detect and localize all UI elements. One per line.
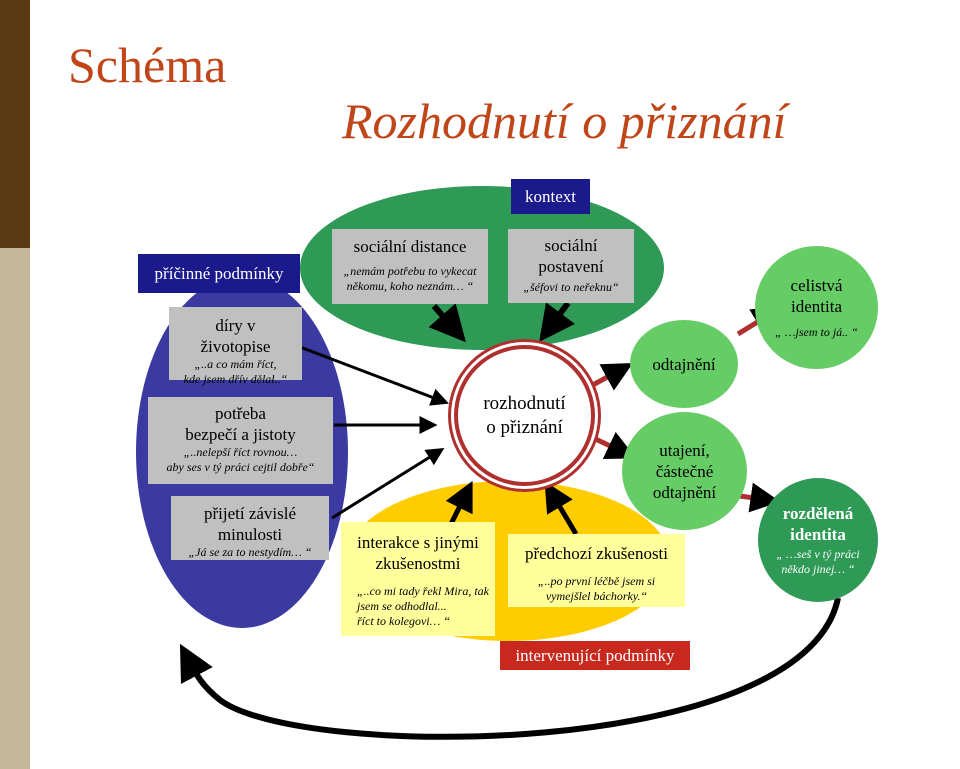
cause-title-2b: bezpečí a jistoty <box>185 425 296 444</box>
context-quote-1b: někomu, koho neznám… “ <box>346 279 474 293</box>
cause-resume-gaps: díry v životopise „..a co mám říct, kde … <box>169 307 302 386</box>
identity-whole-title: celistvá <box>790 276 843 295</box>
identity-split: rozdělená identita „ …seš v tý práci něk… <box>758 478 878 602</box>
intervening-conditions-label: intervenující podmínky <box>500 641 690 670</box>
arrow-cause-1 <box>299 345 450 406</box>
arrow-cause-3 <box>331 448 445 520</box>
identity-split-quote: „ …seš v tý práci <box>776 547 860 561</box>
context-social-distance: sociální distance „nemám potřebu to vyke… <box>332 229 488 304</box>
identity-whole: celistvá identita „ …jsem to já.. “ <box>755 246 878 369</box>
cause-need-for-security: potřeba bezpečí a jistoty „..nelepší říc… <box>148 397 333 484</box>
context-quote-2: „šéfovi to neřeknu“ <box>523 280 619 294</box>
arrow-to-split-identity <box>739 482 781 513</box>
causal-conditions-label: příčinné podmínky <box>138 254 300 293</box>
sidebar-decoration-top <box>0 0 30 248</box>
decision-title: rozhodnutí <box>483 392 566 414</box>
identity-whole-title-b: identita <box>791 297 842 316</box>
decision-circle: rozhodnutí o přiznání <box>454 345 595 486</box>
cause-quote-1: „..a co mám říct, <box>194 357 277 371</box>
arrow-context-2 <box>539 301 575 343</box>
identity-split-title: rozdělená <box>782 504 854 523</box>
context-social-status: sociální postavení „šéfovi to neřeknu“ <box>508 229 634 303</box>
outcome-disclosure-label: odtajnění <box>652 354 716 374</box>
feedback-loop-arrow <box>179 597 841 740</box>
cause-title-3: přijetí závislé <box>203 504 297 523</box>
cause-quote-1b: kde jsem dřív dělal..“ <box>183 372 288 386</box>
intervening-other-experiences: interakce s jinými zkušenostmi „..co mi … <box>341 522 495 636</box>
diagram-title: Rozhodnutí o přiznání <box>342 93 787 149</box>
cause-accepting-past: přijetí závislé minulosti „Já se za to n… <box>171 496 329 560</box>
intervening-quote-2b: vymejšlel báchorky.“ <box>545 589 648 603</box>
context-quote-1: „nemám potřebu to vykecat <box>343 264 477 278</box>
arrow-intervening-2 <box>544 481 579 536</box>
intervening-previous-experience: předchozí zkušenosti „..po první léčbě j… <box>508 534 685 607</box>
outcome-concealment-line2: částečné <box>655 461 714 481</box>
intervening-quote-1b: jsem se odhodlal... <box>357 599 447 613</box>
intervening-quote-1c: říct to kolegovi… “ <box>357 614 450 628</box>
cause-title-1: díry v <box>215 316 256 335</box>
decision-title-b: o přiznání <box>486 416 563 438</box>
cause-title-1b: životopise <box>200 337 271 356</box>
context-title-2b: postavení <box>538 257 604 276</box>
outcome-concealment: utajení, částečné odtajnění <box>622 412 747 530</box>
arrow-to-concealment <box>583 431 637 460</box>
context-title-1: sociální distance <box>353 237 467 256</box>
page-title: Schéma <box>68 37 227 93</box>
cause-title-3b: minulosti <box>217 525 283 544</box>
cause-quote-2: „..nelepší říct rovnou… <box>183 445 298 459</box>
intervening-title-2: předchozí zkušenosti <box>524 544 669 563</box>
cause-title-2: potřeba <box>215 404 266 423</box>
intervening-quote-2: „..po první léčbě jsem si <box>537 574 656 588</box>
identity-whole-quote: „ …jsem to já.. “ <box>775 325 858 339</box>
identity-split-quote-b: někdo jinej… “ <box>781 562 855 576</box>
context-title-2: sociální <box>544 236 598 255</box>
intervening-title-1b: zkušenostmi <box>375 554 461 573</box>
outcome-concealment-line3: odtajnění <box>652 482 717 502</box>
cause-quote-2b: aby ses v tý práci cejtil dobře“ <box>166 460 315 474</box>
context-label: kontext <box>511 179 590 214</box>
identity-split-title-b: identita <box>790 525 846 544</box>
intervening-title-1: interakce s jinými <box>357 533 479 552</box>
intervening-quote-1: „..co mi tady řekl Mira, tak <box>357 584 489 598</box>
outcome-disclosure: odtajnění <box>630 320 738 408</box>
outcome-concealment-line1: utajení, <box>659 440 710 460</box>
arrow-context-1 <box>428 303 466 343</box>
cause-quote-3: „Já se za to nestydím… “ <box>188 545 312 559</box>
